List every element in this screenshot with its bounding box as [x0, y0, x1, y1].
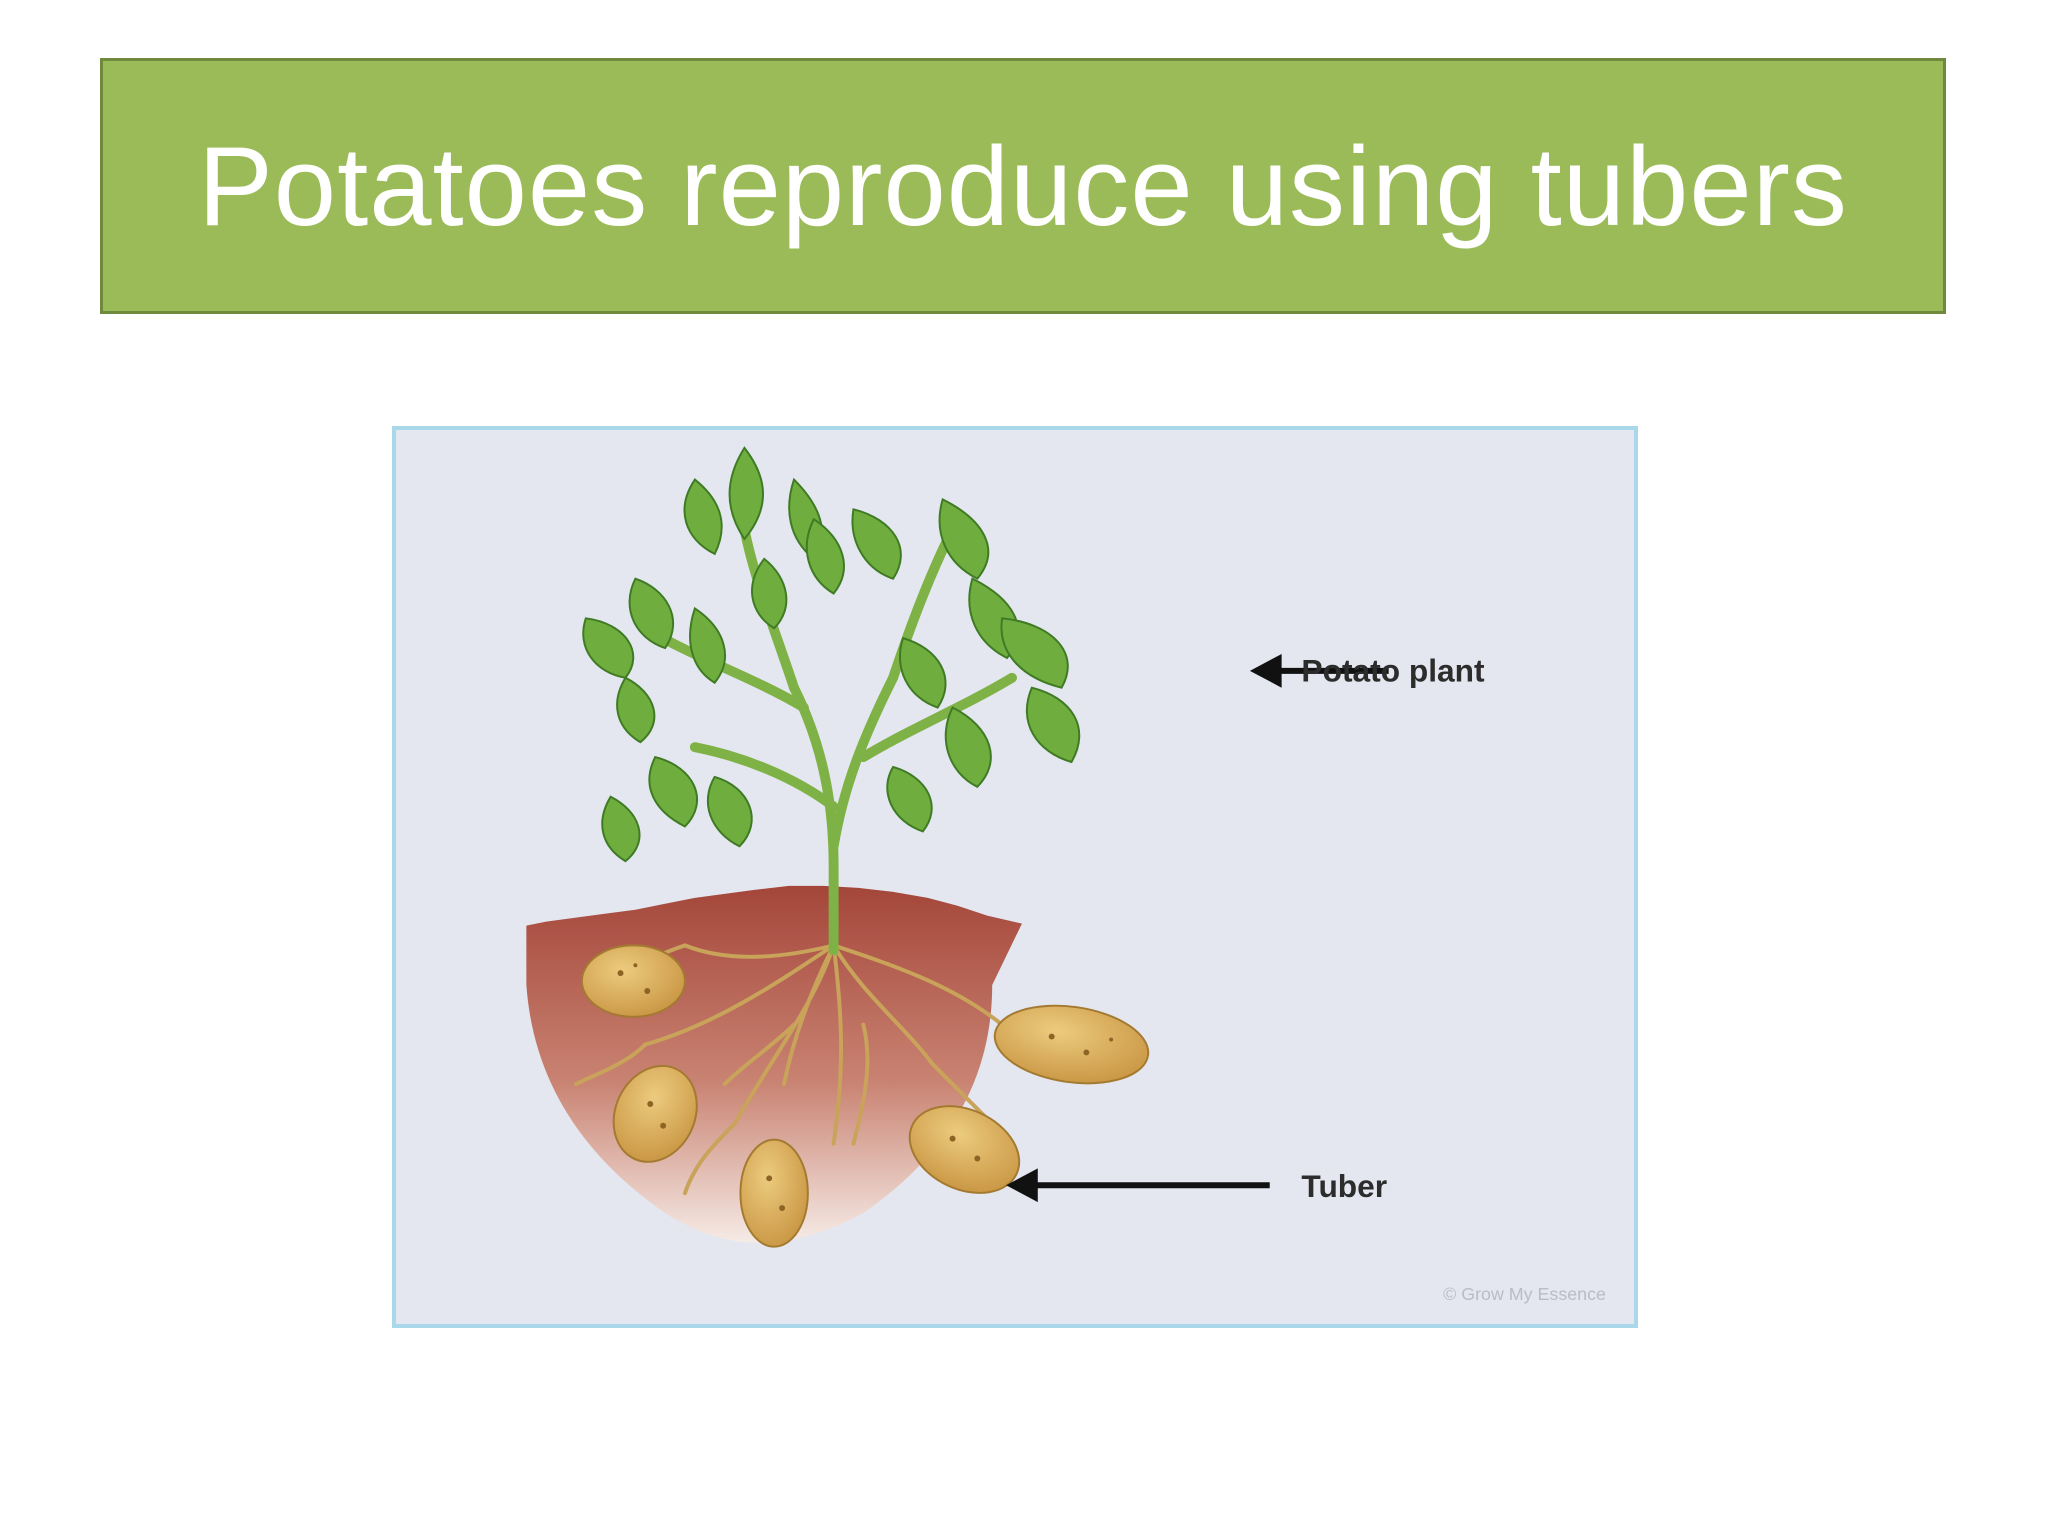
tuber-arrow-head [1006, 1168, 1038, 1203]
watermark: © Grow My Essence [1443, 1284, 1606, 1304]
tuber [580, 944, 686, 1018]
tubers [580, 944, 1150, 1248]
tuber [739, 1138, 809, 1248]
tuber [908, 1105, 1021, 1194]
potato-plant-label: Potato plant [1301, 653, 1485, 689]
tuber [993, 1004, 1150, 1085]
leaves [582, 446, 1081, 863]
potato-plant-diagram: Potato plant Tuber © Grow My Essence [392, 426, 1638, 1328]
slide-title: Potatoes reproduce using tubers [198, 123, 1848, 249]
title-banner: Potatoes reproduce using tubers [100, 58, 1946, 314]
diagram-illustration: Potato plant Tuber © Grow My Essence [526, 446, 1606, 1304]
tuber-label: Tuber [1301, 1168, 1387, 1204]
plant-arrow-head [1249, 653, 1282, 688]
tuber [612, 1064, 698, 1163]
arrows [1006, 653, 1389, 1203]
